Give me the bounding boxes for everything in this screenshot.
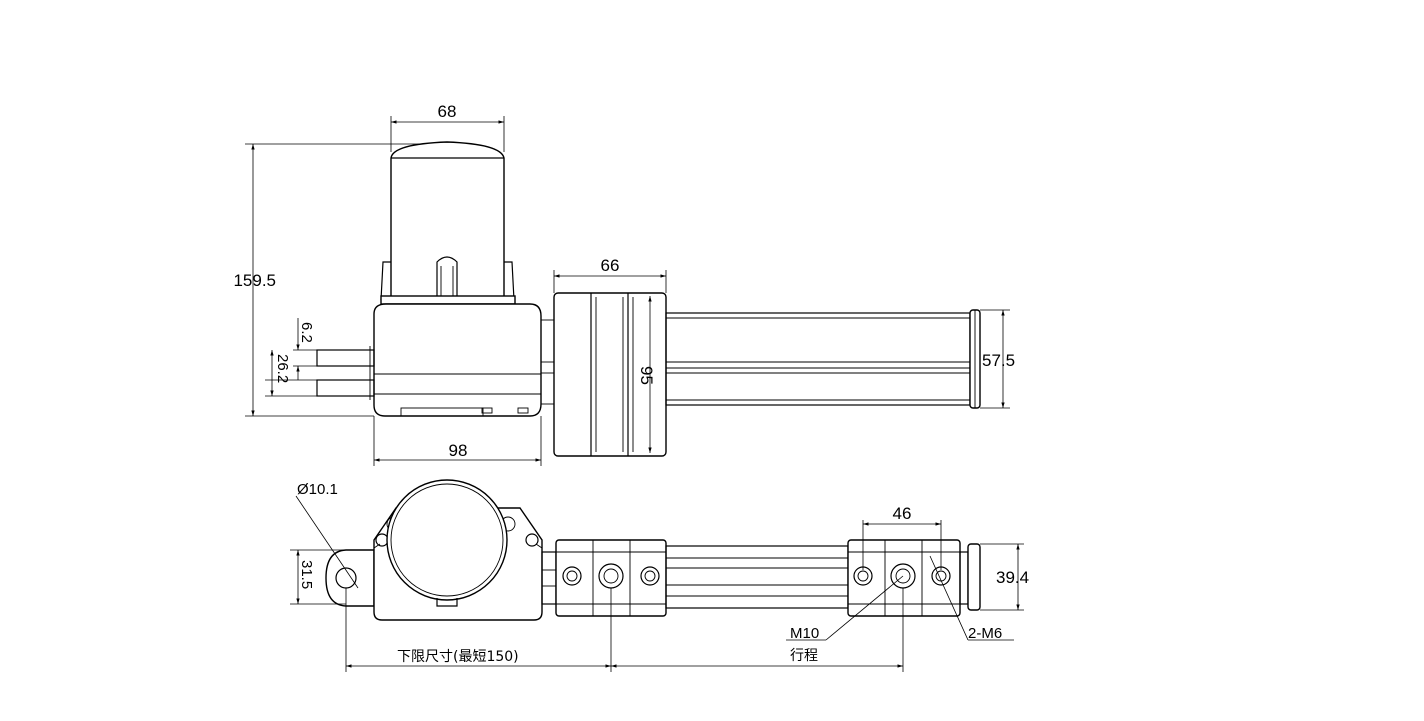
callout-thread-main: M10	[790, 625, 819, 642]
rear-eye	[325, 549, 375, 607]
dim-small-a: 6.2	[298, 322, 315, 343]
dim-total-height: 159.5	[233, 271, 276, 290]
bottom-dimensions: Ø10.1 31.5 46 39.4 M10 行程 2-M6	[290, 481, 1029, 672]
dim-hole-spacing: 46	[893, 504, 912, 523]
end-cap-bottom	[967, 543, 981, 611]
bottom-view: Ø10.1 31.5 46 39.4 M10 行程 2-M6	[290, 479, 1029, 672]
callout-min-length: 下限尺寸(最短150)	[397, 649, 519, 665]
dim-small-b: 26.2	[274, 354, 291, 383]
top-dimensions: 68 159.5 6.2 26.2 98 66	[233, 102, 1015, 466]
motor-circle	[386, 479, 508, 607]
dim-end-height: 57.5	[982, 351, 1015, 370]
dim-end-bottom-height: 39.4	[996, 568, 1029, 587]
dim-hole-diameter: Ø10.1	[297, 481, 338, 498]
rear-pins	[316, 346, 375, 400]
motor-housing	[380, 141, 516, 305]
rear-clamp	[847, 539, 961, 617]
outer-tube	[665, 545, 849, 609]
dim-clamp-width: 66	[601, 256, 620, 275]
gearbox	[373, 303, 556, 417]
top-view: 68 159.5 6.2 26.2 98 66	[233, 102, 1015, 466]
dim-clamp-height: 95	[637, 366, 656, 385]
dim-top-width: 68	[438, 102, 457, 121]
callout-stroke: 行程	[790, 648, 818, 664]
dim-side-height: 31.5	[298, 560, 315, 589]
callout-thread-side: 2-M6	[968, 625, 1002, 642]
dim-base-width: 98	[449, 441, 468, 460]
rod	[541, 312, 971, 406]
clamp-block	[553, 292, 667, 457]
